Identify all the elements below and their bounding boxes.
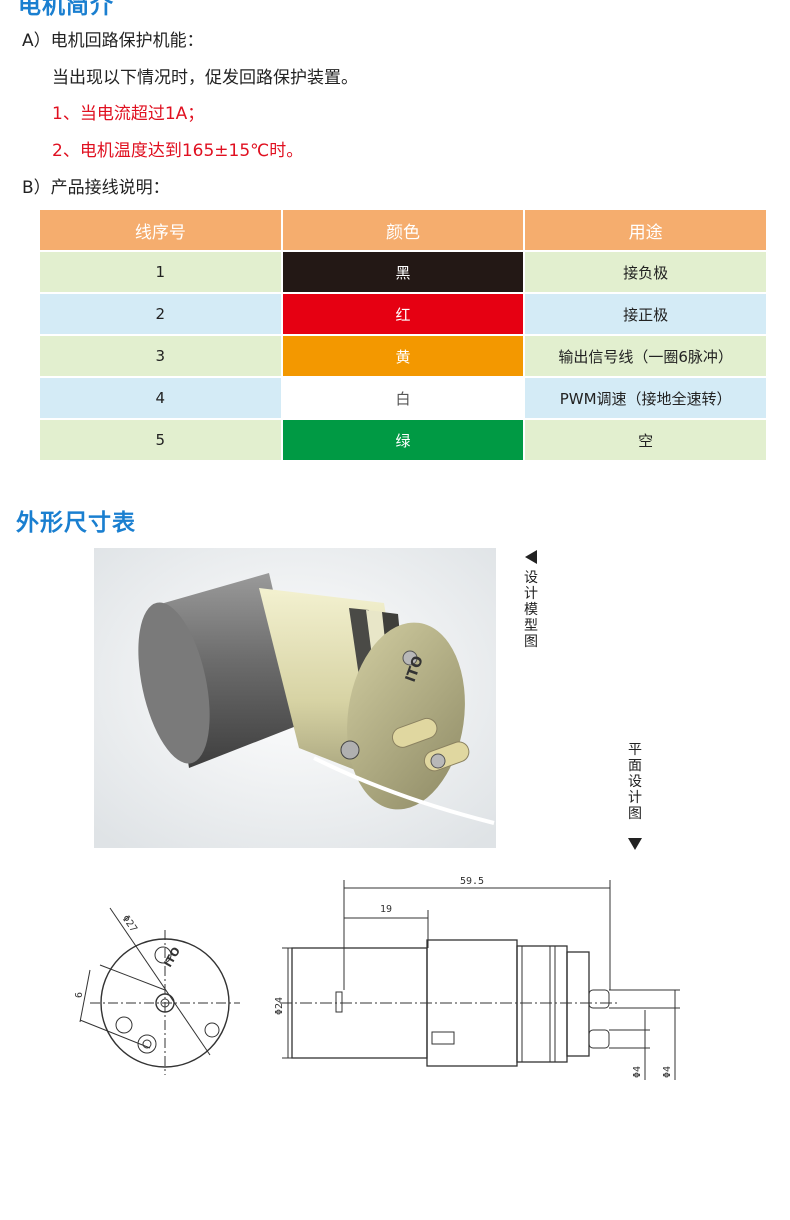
protection-heading: A）电机回路保护机能： bbox=[22, 31, 204, 51]
plan-label: 平面设计图 bbox=[628, 742, 642, 822]
table-row: 2 红 接正极 bbox=[40, 294, 766, 334]
dim-6: 6 bbox=[74, 992, 85, 998]
wire-no: 3 bbox=[40, 336, 281, 376]
model-label: 设计模型图 bbox=[524, 570, 538, 650]
table-header-row: 线序号 颜色 用途 bbox=[40, 210, 766, 250]
table-row: 4 白 PWM调速（接地全速转） bbox=[40, 378, 766, 418]
wire-use: 接负极 bbox=[525, 252, 766, 292]
triangle-left-icon bbox=[525, 550, 537, 564]
wire-color-cell: 绿 bbox=[282, 420, 524, 460]
dim-phi27: Φ27 bbox=[120, 913, 139, 934]
dimensions-title: 外形尺寸表 bbox=[16, 510, 136, 536]
col-header-no: 线序号 bbox=[40, 210, 281, 250]
triangle-down-icon bbox=[628, 838, 642, 850]
protection-item-1: 1、当电流超过1A； bbox=[52, 104, 205, 124]
wiring-table: 线序号 颜色 用途 1 黑 接负极 2 红 接正极 3 黄 输出信号线（一圈6脉… bbox=[38, 208, 768, 462]
motor-3d-model: ITO bbox=[94, 548, 496, 848]
dim-19: 19 bbox=[380, 904, 392, 915]
table-row: 3 黄 输出信号线（一圈6脉冲） bbox=[40, 336, 766, 376]
wire-color-cell: 黑 bbox=[282, 252, 524, 292]
col-header-color: 颜色 bbox=[282, 210, 524, 250]
table-row: 1 黑 接负极 bbox=[40, 252, 766, 292]
wire-use: 输出信号线（一圈6脉冲） bbox=[525, 336, 766, 376]
wiring-heading: B）产品接线说明： bbox=[22, 178, 170, 198]
protection-item-2: 2、电机温度达到165±15℃时。 bbox=[52, 141, 304, 161]
wire-no: 1 bbox=[40, 252, 281, 292]
wire-color-cell: 红 bbox=[282, 294, 524, 334]
dim-phi24: Φ24 bbox=[274, 997, 285, 1015]
wire-color-cell: 白 bbox=[282, 378, 524, 418]
wire-use: 空 bbox=[525, 420, 766, 460]
plan-drawing: Φ27 6 Φ24 59.5 19 Φ4 Φ4 ITO bbox=[74, 876, 680, 1080]
col-header-use: 用途 bbox=[525, 210, 766, 250]
dim-59-5: 59.5 bbox=[460, 876, 484, 887]
intro-title: 电机简介 bbox=[18, 0, 114, 19]
dim-phi4-a: Φ4 bbox=[632, 1066, 643, 1078]
wire-color-cell: 黄 bbox=[282, 336, 524, 376]
wire-no: 5 bbox=[40, 420, 281, 460]
dim-phi4-b: Φ4 bbox=[662, 1066, 673, 1078]
wire-no: 2 bbox=[40, 294, 281, 334]
table-row: 5 绿 空 bbox=[40, 420, 766, 460]
wire-use: PWM调速（接地全速转） bbox=[525, 378, 766, 418]
wire-use: 接正极 bbox=[525, 294, 766, 334]
wire-no: 4 bbox=[40, 378, 281, 418]
protection-intro: 当出现以下情况时，促发回路保护装置。 bbox=[52, 68, 358, 88]
